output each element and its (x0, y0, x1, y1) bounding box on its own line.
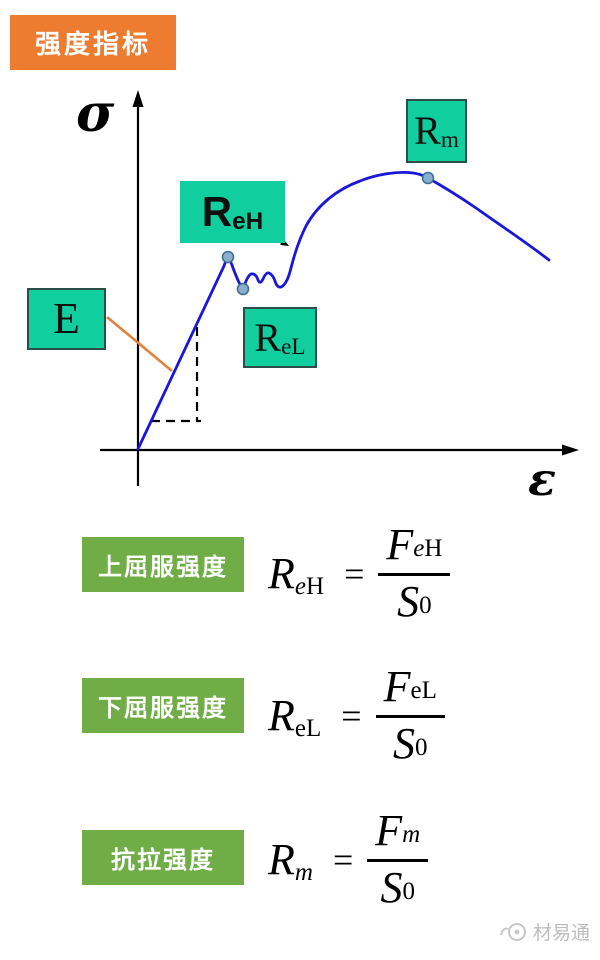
badge-tensile-strength: 抗拉强度 (82, 830, 244, 885)
formula3-lhs-sub-italic: m (294, 858, 313, 886)
formula1-den-sub: 0 (419, 592, 432, 619)
reh-sub: eH (232, 207, 264, 235)
formula1-num-sub-roman: H (424, 535, 443, 562)
formula1-num: F (386, 520, 414, 569)
rm-main: R (414, 108, 441, 153)
label-box-e: E (27, 288, 106, 350)
stress-strain-curve (136, 171, 551, 451)
formula1-lhs: R (268, 548, 295, 598)
upper-yield-point (221, 250, 235, 264)
rel-main: R (254, 314, 282, 360)
badge-upper-yield: 上屈服强度 (82, 537, 244, 592)
formula1-den: S (397, 577, 420, 626)
badge-lower-yield: 下屈服强度 (82, 678, 244, 733)
formula1-lhs-sub-roman: H (306, 572, 325, 600)
x-axis-arrow-icon (562, 444, 579, 456)
formula2-num: F (383, 662, 411, 711)
formula2-equals: = (341, 695, 362, 736)
lower-yield-point (236, 282, 250, 296)
formula2-num-sub-roman: eL (410, 677, 437, 704)
formula2-den-sub: 0 (414, 734, 428, 761)
x-axis-label-epsilon: ε (528, 452, 556, 506)
watermark: 材易通 (498, 918, 590, 945)
formula3-num: F (375, 806, 403, 855)
reh-main: R (201, 188, 233, 235)
formula1-lhs-sub-italic: e (294, 572, 306, 600)
formula2-lhs: R (268, 690, 295, 740)
e-main: E (53, 294, 80, 343)
formula2-lhs-sub-roman: eL (294, 714, 322, 742)
formula1-num-sub-italic: e (413, 535, 425, 562)
y-axis-label-sigma: σ (76, 83, 115, 144)
watermark-text: 材易通 (533, 923, 591, 944)
rel-sub: eL (281, 333, 306, 360)
formula3-den-sub: 0 (402, 878, 415, 905)
rm-sub: m (440, 127, 459, 154)
y-axis-arrow-icon (132, 90, 144, 107)
formula1-equals: = (344, 553, 365, 594)
e-leader-line (106, 316, 173, 372)
watermark-logo-icon (500, 922, 526, 941)
title-badge: 强度指标 (10, 15, 176, 70)
formula3-num-sub-italic: m (402, 821, 421, 848)
title-badge-label: 强度指标 (34, 29, 151, 59)
formula3-den: S (380, 863, 403, 912)
formula2-den: S (392, 719, 415, 768)
tensile-strength-point (421, 171, 435, 185)
formula3-equals: = (332, 839, 354, 880)
formula3-lhs: R (268, 834, 295, 884)
